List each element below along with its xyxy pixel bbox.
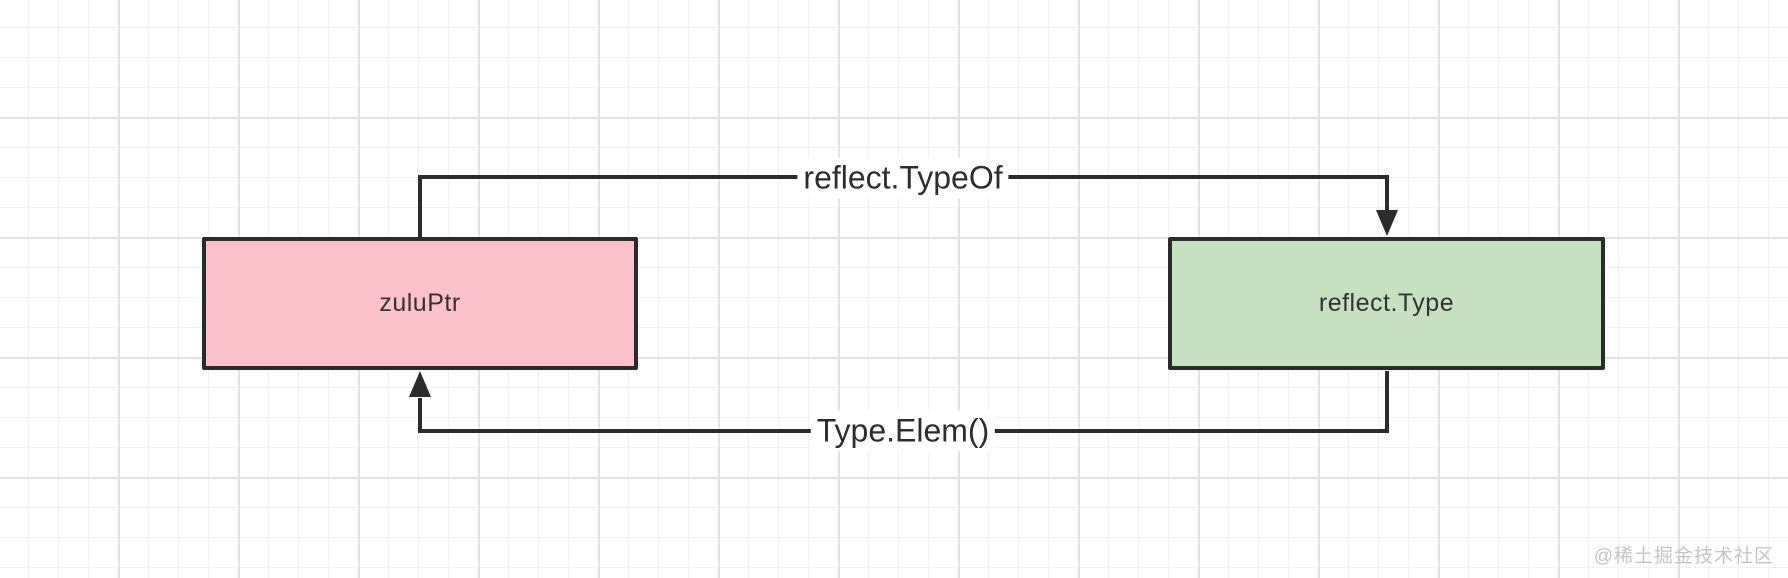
- node-reflect-type-label: reflect.Type: [1318, 289, 1455, 317]
- node-zuluptr-label: zuluPtr: [379, 289, 461, 317]
- edge-label-type-elem: Type.Elem(): [810, 410, 996, 452]
- edge-elem-segment-left: [418, 398, 422, 431]
- arrowhead-down-icon: [1376, 210, 1398, 236]
- edge-typeof-segment-left: [418, 177, 422, 237]
- node-reflect-type: reflect.Type: [1168, 237, 1605, 370]
- node-zuluptr: zuluPtr: [202, 237, 638, 370]
- arrowhead-up-icon: [409, 371, 431, 397]
- edge-label-reflect-typeof: reflect.TypeOf: [797, 157, 1009, 199]
- edge-typeof-segment-right: [1385, 177, 1389, 215]
- edge-elem-segment-right: [1385, 371, 1389, 431]
- watermark-text: @稀土掘金技术社区: [1593, 546, 1774, 567]
